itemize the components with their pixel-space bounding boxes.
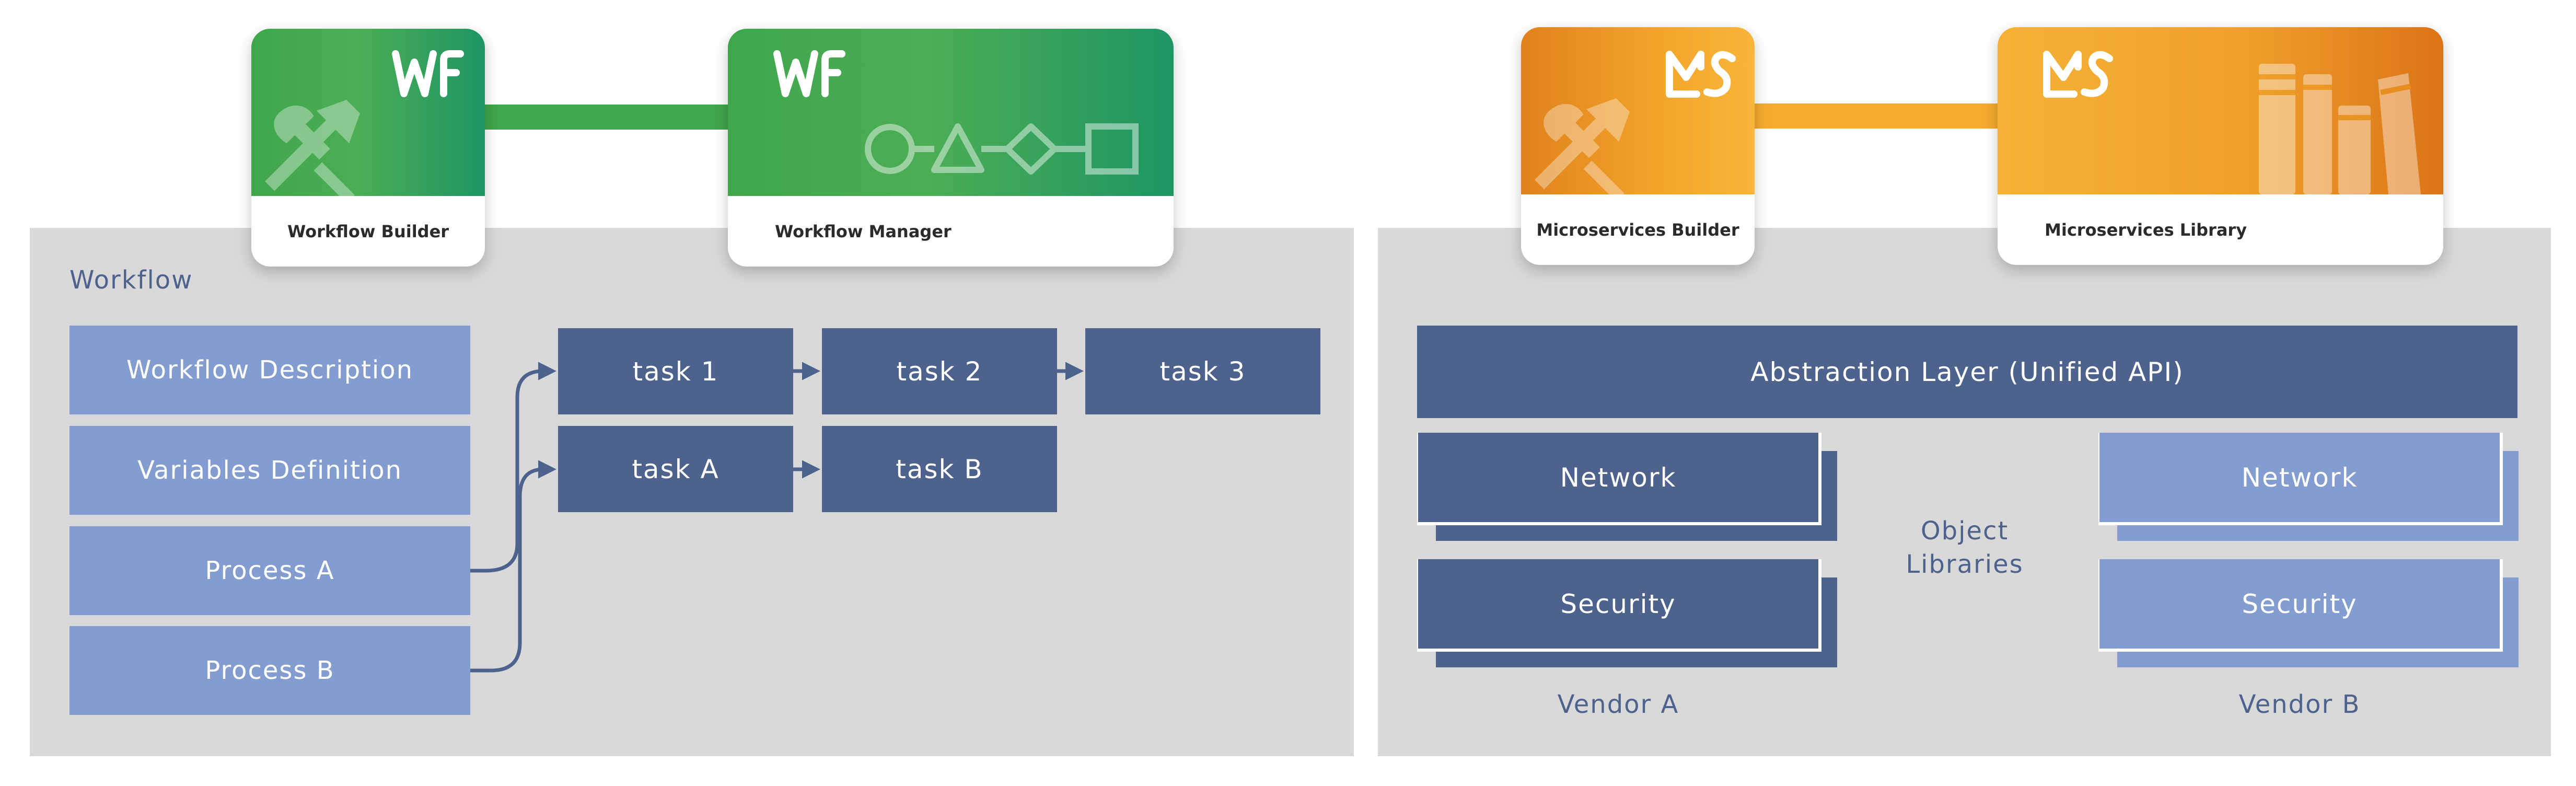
vendor-a-label: Vendor A: [1557, 690, 1679, 719]
workflow-cards-connector: [470, 105, 742, 130]
microservices-cards-connector: [1740, 103, 2033, 129]
microservices-library-card[interactable]: Microservices Library: [1998, 27, 2443, 265]
ms-logo-icon: [1666, 51, 1736, 98]
object-libraries-label-line1: Object: [1920, 516, 2009, 546]
process-a-box[interactable]: Process A: [69, 526, 470, 615]
microservices-builder-label: Microservices Builder: [1536, 219, 1739, 240]
workflow-panel-title: Workflow: [69, 265, 193, 295]
vendor-b-security-box[interactable]: Security: [2099, 559, 2500, 649]
task-3-box[interactable]: task 3: [1085, 328, 1320, 414]
microservices-builder-card[interactable]: Microservices Builder: [1521, 27, 1755, 265]
microservices-library-label: Microservices Library: [2045, 219, 2247, 240]
vendor-b-label: Vendor B: [2238, 690, 2361, 719]
tools-icon: [1535, 98, 1630, 202]
task-b-box[interactable]: task B: [822, 426, 1057, 512]
task-2-box[interactable]: task 2: [822, 328, 1057, 414]
workflow-manager-label: Workflow Manager: [775, 221, 952, 241]
wf-logo-icon: [773, 50, 845, 97]
workflow-description-box[interactable]: Workflow Description: [69, 326, 470, 414]
task-1-box[interactable]: task 1: [558, 328, 793, 414]
vendor-b-network-box[interactable]: Network: [2099, 433, 2500, 522]
tools-icon: [265, 100, 360, 203]
vendor-a-network-box[interactable]: Network: [1418, 433, 1818, 522]
wf-logo-icon: [392, 50, 464, 97]
abstraction-layer-box[interactable]: Abstraction Layer (Unified API): [1417, 326, 2517, 418]
vendor-a-security-box[interactable]: Security: [1418, 559, 1818, 649]
ms-logo-icon: [2043, 51, 2113, 98]
workflow-builder-card[interactable]: Workflow Builder: [251, 29, 485, 267]
task-a-box[interactable]: task A: [558, 426, 793, 512]
workflow-builder-label: Workflow Builder: [287, 221, 449, 241]
object-libraries-label-line2: Libraries: [1906, 550, 2024, 579]
workflow-shapes-icon: [865, 123, 1139, 175]
books-icon: [2259, 64, 2421, 194]
workflow-manager-card[interactable]: Workflow Manager: [728, 29, 1174, 267]
process-b-box[interactable]: Process B: [69, 626, 470, 715]
variables-definition-box[interactable]: Variables Definition: [69, 426, 470, 515]
